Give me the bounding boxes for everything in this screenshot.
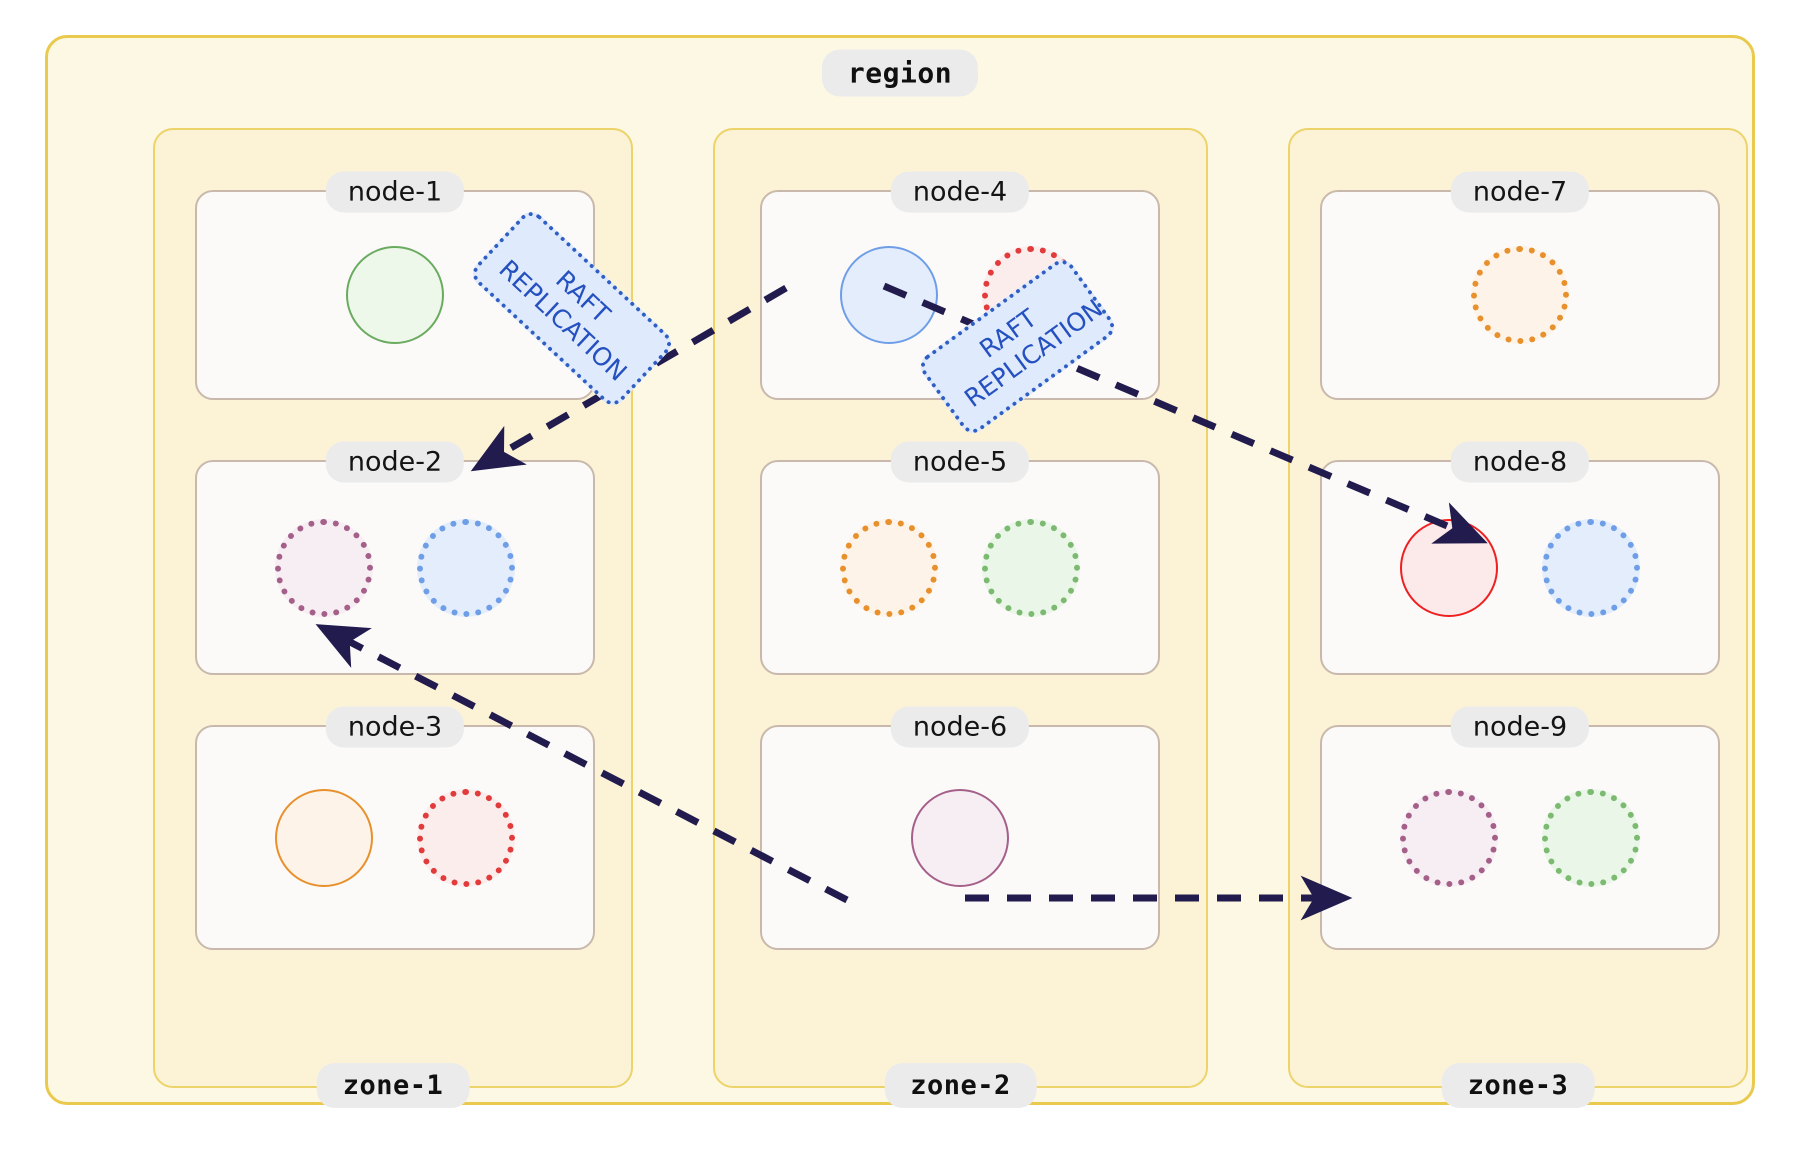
node-label-node-7: node-7 bbox=[1450, 171, 1590, 213]
node-container-node-9[interactable]: node-9 bbox=[1320, 706, 1720, 950]
zone-container-zone-3[interactable]: zone-3 node-7 node-8 node-9 bbox=[1288, 128, 1748, 1108]
node-label-node-2: node-2 bbox=[325, 441, 465, 483]
replica-leader-orange[interactable] bbox=[275, 788, 373, 887]
replica-follower-purple[interactable] bbox=[275, 518, 373, 617]
node-label-node-4: node-4 bbox=[890, 171, 1030, 213]
replica-follower-green[interactable] bbox=[982, 518, 1080, 617]
replica-follower-purple[interactable] bbox=[1400, 788, 1498, 887]
node-body-node-5 bbox=[762, 462, 1158, 673]
replica-follower-orange[interactable] bbox=[840, 518, 938, 617]
node-container-node-3[interactable]: node-3 bbox=[195, 706, 595, 950]
node-label-node-9: node-9 bbox=[1450, 706, 1590, 748]
node-body-node-3 bbox=[197, 727, 593, 948]
region-label: region bbox=[821, 49, 979, 97]
zone-container-zone-2[interactable]: zone-2 node-4 node-5 node-6 bbox=[713, 128, 1208, 1108]
replica-leader-green[interactable] bbox=[346, 246, 444, 344]
zone-label-zone-3: zone-3 bbox=[1441, 1063, 1595, 1108]
node-container-node-7[interactable]: node-7 bbox=[1320, 171, 1720, 400]
node-body-node-1 bbox=[197, 192, 593, 398]
node-body-node-6 bbox=[762, 727, 1158, 948]
zone-label-zone-2: zone-2 bbox=[884, 1063, 1037, 1108]
node-label-node-6: node-6 bbox=[890, 706, 1030, 748]
replica-leader-purple[interactable] bbox=[911, 788, 1009, 887]
region-container[interactable]: region zone-1 node-1 node-2 node-3 bbox=[45, 35, 1755, 1108]
node-container-node-6[interactable]: node-6 bbox=[760, 706, 1160, 950]
replica-leader-blue[interactable] bbox=[840, 246, 938, 344]
node-body-node-8 bbox=[1322, 462, 1718, 673]
replica-follower-red[interactable] bbox=[417, 788, 515, 887]
node-body-node-7 bbox=[1322, 192, 1718, 398]
node-container-node-5[interactable]: node-5 bbox=[760, 441, 1160, 675]
node-label-node-5: node-5 bbox=[890, 441, 1030, 483]
node-container-node-2[interactable]: node-2 bbox=[195, 441, 595, 675]
node-container-node-8[interactable]: node-8 bbox=[1320, 441, 1720, 675]
node-body-node-2 bbox=[197, 462, 593, 673]
replica-follower-orange[interactable] bbox=[1471, 246, 1569, 344]
node-label-node-1: node-1 bbox=[325, 171, 465, 213]
replica-leader-red[interactable] bbox=[1400, 518, 1498, 617]
node-label-node-8: node-8 bbox=[1450, 441, 1590, 483]
replica-follower-blue[interactable] bbox=[417, 518, 515, 617]
node-body-node-9 bbox=[1322, 727, 1718, 948]
replica-follower-blue[interactable] bbox=[1542, 518, 1640, 617]
replica-follower-green[interactable] bbox=[1542, 788, 1640, 887]
node-label-node-3: node-3 bbox=[325, 706, 465, 748]
zone-label-zone-1: zone-1 bbox=[316, 1063, 470, 1108]
